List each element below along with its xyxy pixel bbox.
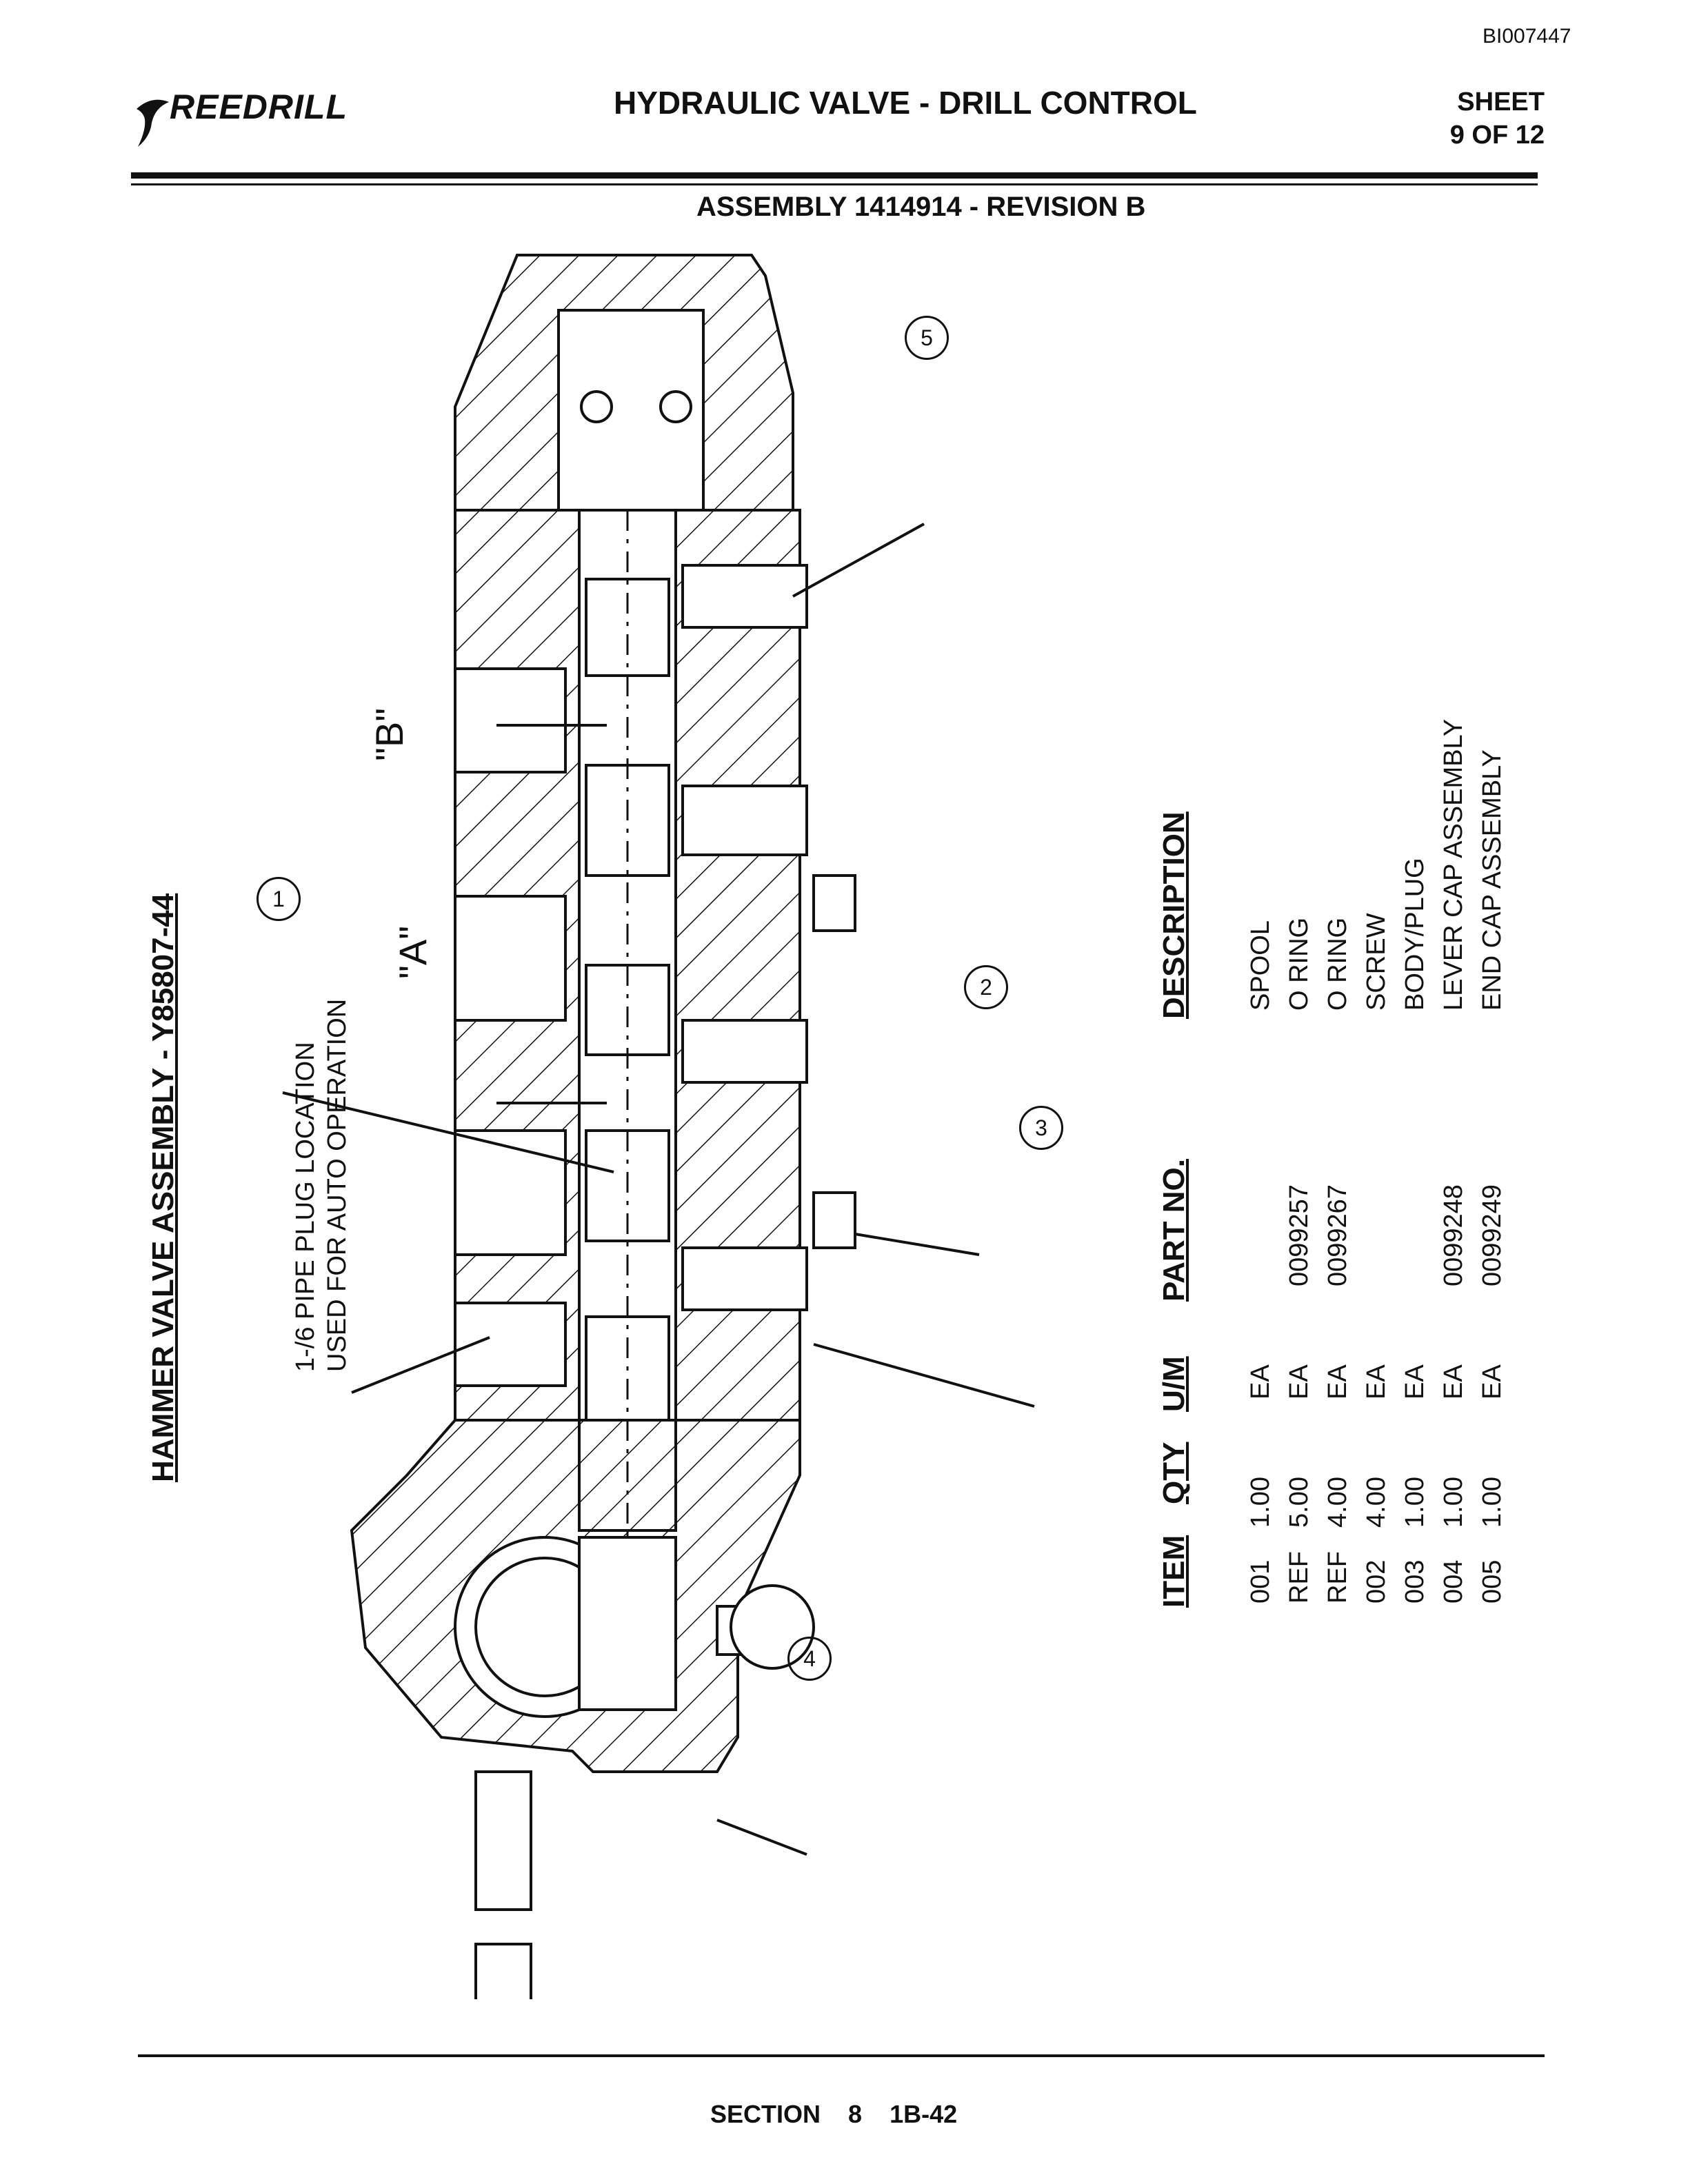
header-rule-thin [131,183,1538,185]
table-cell [1357,1184,1396,1286]
table-col-item: 001 REF REF 002 003 004 005 [1241,1551,1511,1604]
logo-swoosh-icon [137,99,169,147]
table-col-qty: 1.00 5.00 4.00 4.00 1.00 1.00 1.00 [1241,1477,1511,1528]
sheet-number: SHEET 9 OF 12 [1407,85,1545,152]
table-cell: 0099267 [1323,1184,1352,1286]
table-cell: O RING [1323,917,1352,1011]
table-cell: 001 [1246,1559,1275,1604]
item-balloon-2: 2 [964,965,1008,1009]
table-cell [1396,1184,1434,1286]
table-cell: 5.00 [1285,1477,1314,1528]
item-balloon-4: 4 [787,1637,832,1681]
item-balloon-5: 5 [905,316,949,360]
assembly-revision: ASSEMBLY 1414914 - REVISION B [696,192,1146,222]
note-line-2: USED FOR AUTO OPERATION [323,998,352,1372]
footer-page-number: 1B-42 [890,2100,958,2128]
table-cell: EA [1285,1364,1314,1399]
table-cell: EA [1400,1364,1429,1399]
sheet-label: SHEET [1457,88,1545,117]
company-logo: REEDRILL [131,81,379,150]
table-cell: 0099248 [1439,1184,1468,1286]
table-cell: 4.00 [1323,1477,1352,1528]
footer-rule [138,2054,1545,2057]
table-cell: SCREW [1362,913,1391,1011]
table-col-description: SPOOL O RING O RING SCREW BODY/PLUG LEVE… [1241,719,1511,1011]
table-col-um: EA EA EA EA EA EA EA [1241,1364,1511,1399]
sheet-value: 9 OF 12 [1449,121,1545,150]
table-col-part-no: 0099257 0099267 0099248 0099249 [1241,1184,1511,1286]
table-cell: O RING [1285,917,1314,1011]
table-header-um: U/M [1157,1356,1191,1412]
table-cell: 002 [1362,1559,1391,1604]
page-title: HYDRAULIC VALVE - DRILL CONTROL [614,85,1197,121]
table-cell [1241,1184,1280,1286]
hammer-valve-drawing [282,254,1035,1999]
footer-section: SECTION 8 [710,2100,863,2128]
assembly-drawing-title: HAMMER VALVE ASSEMBLY - Y85807-44 [146,893,180,1482]
table-cell: 003 [1400,1559,1429,1604]
section-label-a: "A" [391,925,434,979]
table-cell: EA [1362,1364,1391,1399]
table-cell: SPOOL [1246,920,1275,1011]
table-cell: 0099249 [1478,1184,1507,1286]
section-label-b: "B" [368,707,411,761]
item-balloon-3: 3 [1019,1106,1063,1150]
table-cell: BODY/PLUG [1400,858,1429,1011]
page-footer: SECTION 8 1B-42 [710,2100,957,2129]
table-cell: REF [1285,1551,1314,1604]
document-id: BI007447 [1483,25,1571,48]
logo-text: REEDRILL [170,88,348,126]
table-cell: EA [1439,1364,1468,1399]
table-cell: 1.00 [1439,1477,1468,1528]
table-cell: 004 [1439,1559,1468,1604]
table-header-item: ITEM [1157,1535,1191,1608]
table-cell: 4.00 [1362,1477,1391,1528]
table-header-description: DESCRIPTION [1157,811,1191,1019]
table-cell: REF [1323,1551,1352,1604]
table-cell: END CAP ASSEMBLY [1478,749,1507,1011]
table-cell: 1.00 [1246,1477,1275,1528]
table-cell: EA [1246,1364,1275,1399]
note-line-1: 1-/6 PIPE PLUG LOCATION [291,1042,320,1372]
header-rule-thick [131,172,1538,179]
item-balloon-1: 1 [257,877,301,921]
table-cell: 1.00 [1478,1477,1507,1528]
table-cell: EA [1478,1364,1507,1399]
table-cell: 0099257 [1285,1184,1314,1286]
table-cell: LEVER CAP ASSEMBLY [1439,718,1468,1011]
table-cell: EA [1323,1364,1352,1399]
table-cell: 1.00 [1400,1477,1429,1528]
table-cell: 005 [1478,1559,1507,1604]
table-header-part-no: PART NO. [1157,1159,1191,1302]
table-header-qty: QTY [1157,1442,1191,1504]
pipe-plug-note: 1-/6 PIPE PLUG LOCATION USED FOR AUTO OP… [290,999,353,1372]
